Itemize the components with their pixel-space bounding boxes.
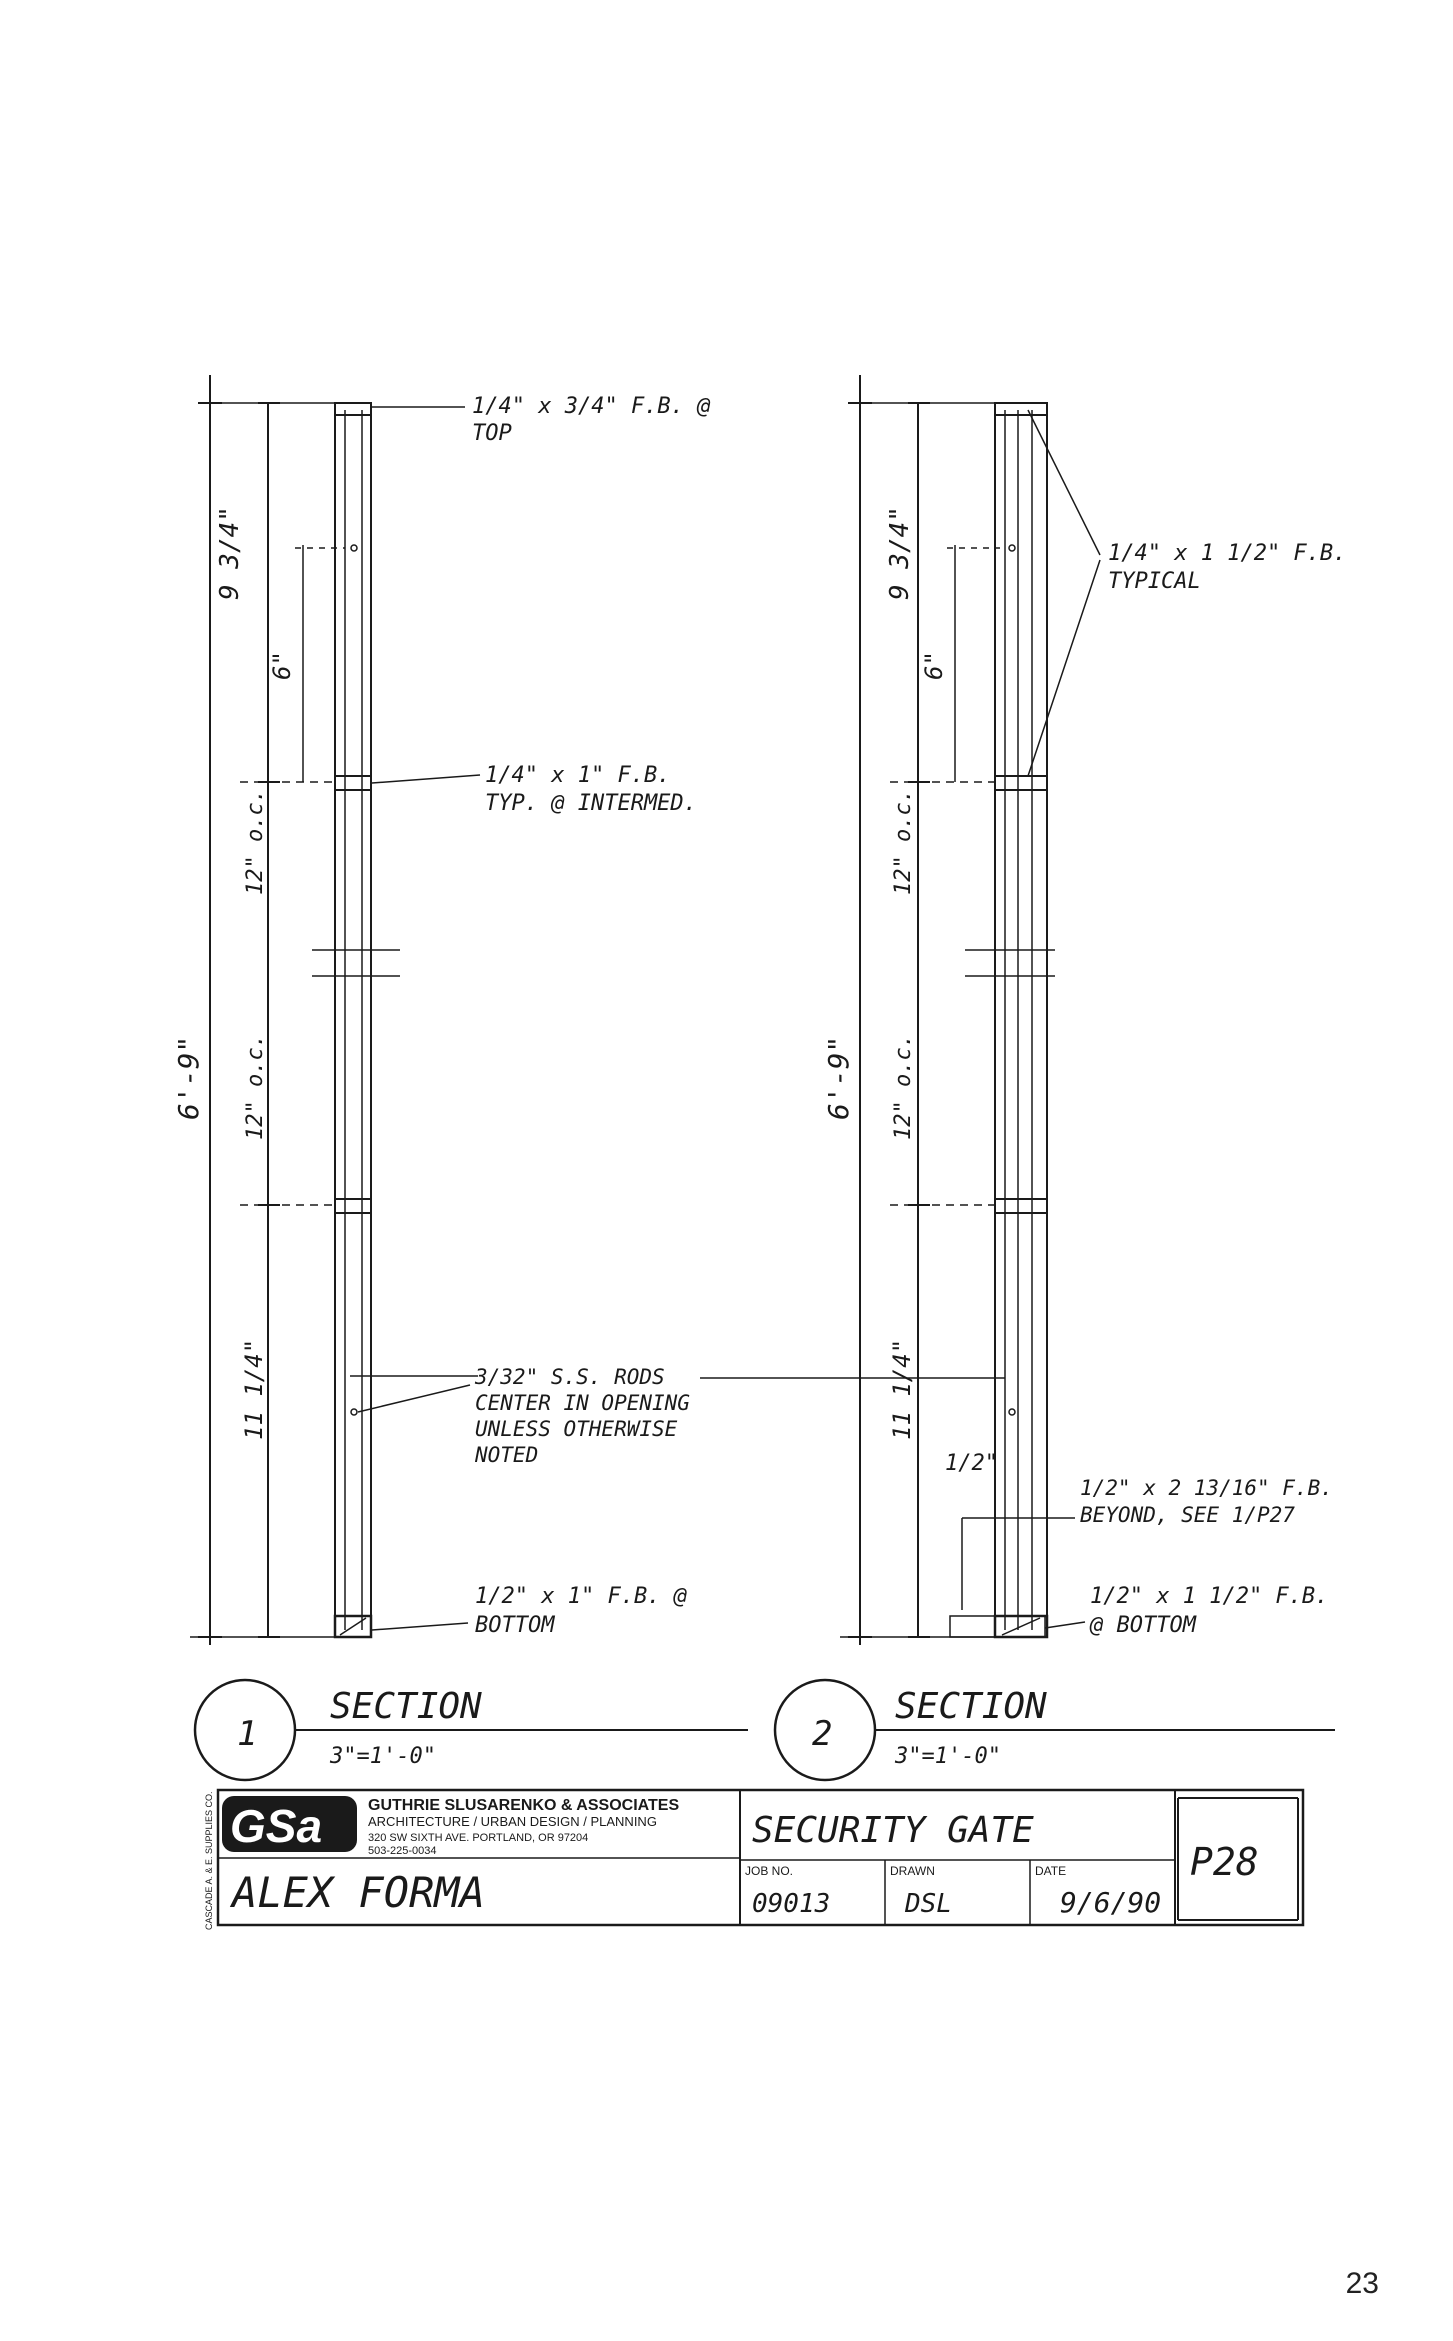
job-number-value: 09013 [752, 1889, 830, 1919]
dim-11-1-4: 11 1/4" [240, 1339, 268, 1440]
dim-9-3-4-s2: 9 3/4" [885, 506, 915, 600]
sheet-number: P28 [1190, 1840, 1259, 1884]
dim-6: 6" [268, 651, 296, 680]
callout-mid-line-1: 1/4" x 1" F.B. [485, 763, 670, 788]
dim-12-oc-b-s2: 12" o.c. [891, 1034, 916, 1140]
callout-bottom-s2-line-2: @ BOTTOM [1089, 1613, 1197, 1638]
callout-rods-line-3: UNLESS OTHERWISE [475, 1417, 678, 1441]
drawn-value: DSL [904, 1889, 952, 1919]
date-value: 9/6/90 [1060, 1886, 1161, 1919]
section-2-number: 2 [812, 1714, 832, 1754]
section-2-scale: 3"=1'-0" [894, 1744, 1001, 1769]
callout-beyond-line-1: 1/2" x 2 13/16" F.B. [1080, 1476, 1333, 1500]
callout-rods-line-4: NOTED [474, 1443, 538, 1467]
dim-6-s2: 6" [920, 651, 948, 680]
callout-typical-line-2: TYPICAL [1108, 569, 1201, 594]
dim-12-oc-a-s2: 12" o.c. [891, 789, 916, 895]
logo-text: GSa [230, 1800, 322, 1852]
section-1-title-text: SECTION [330, 1686, 482, 1727]
section-1-number: 1 [237, 1714, 257, 1754]
callout-beyond-line-2: BEYOND, SEE 1/P27 [1080, 1503, 1295, 1527]
callout-bottom-line-2: BOTTOM [475, 1613, 555, 1638]
gsa-logo-icon [222, 1796, 357, 1852]
dim-9-3-4: 9 3/4" [215, 506, 245, 600]
dim-11-1-4-s2: 11 1/4" [888, 1339, 916, 1440]
section-2-title [773, 1678, 1335, 1782]
callout-top-line-2: TOP [472, 421, 512, 446]
section-1-scale: 3"=1'-0" [329, 1744, 436, 1769]
callout-top-line-1: 1/4" x 3/4" F.B. @ [472, 394, 711, 419]
drawn-label: DRAWN [890, 1864, 935, 1878]
section-1-title [193, 1678, 748, 1782]
firm-address: 320 SW SIXTH AVE. PORTLAND, OR 97204 [368, 1832, 588, 1844]
supplier-note: CASCADE A. & E. SUPPLIES CO. [204, 1791, 214, 1930]
callout-bottom-line-1: 1/2" x 1" F.B. @ [475, 1584, 688, 1609]
job-number-label: JOB NO. [745, 1864, 793, 1878]
dim-half-s2: 1/2" [945, 1451, 998, 1476]
dim-overall-s2: 6'-9" [822, 1036, 855, 1120]
dim-overall: 6'-9" [172, 1036, 205, 1120]
sheet-title: SECURITY GATE [752, 1810, 1034, 1851]
project-name: ALEX FORMA [229, 1868, 485, 1917]
firm-name: GUTHRIE SLUSARENKO & ASSOCIATES [368, 1797, 679, 1814]
firm-subtitle: ARCHITECTURE / URBAN DESIGN / PLANNING [368, 1814, 657, 1829]
firm-phone: 503-225-0034 [368, 1845, 437, 1857]
dim-12-oc-a: 12" o.c. [243, 789, 268, 895]
callout-typical-line-1: 1/4" x 1 1/2" F.B. [1108, 541, 1346, 566]
callout-rods-line-2: CENTER IN OPENING [475, 1391, 690, 1415]
title-block [216, 1788, 1305, 1927]
section-2-drawing [700, 375, 1101, 1645]
section-2-title-text: SECTION [895, 1686, 1047, 1727]
section-1-drawing [190, 375, 481, 1645]
callout-bottom-s2-line-1: 1/2" x 1 1/2" F.B. [1090, 1584, 1328, 1609]
callout-mid-line-2: TYP. @ INTERMED. [485, 791, 697, 816]
dim-12-oc-b: 12" o.c. [243, 1034, 268, 1140]
page-number: 23 [1345, 2267, 1379, 2300]
date-label: DATE [1035, 1864, 1066, 1878]
callout-rods-line-1: 3/32" S.S. RODS [474, 1365, 665, 1389]
